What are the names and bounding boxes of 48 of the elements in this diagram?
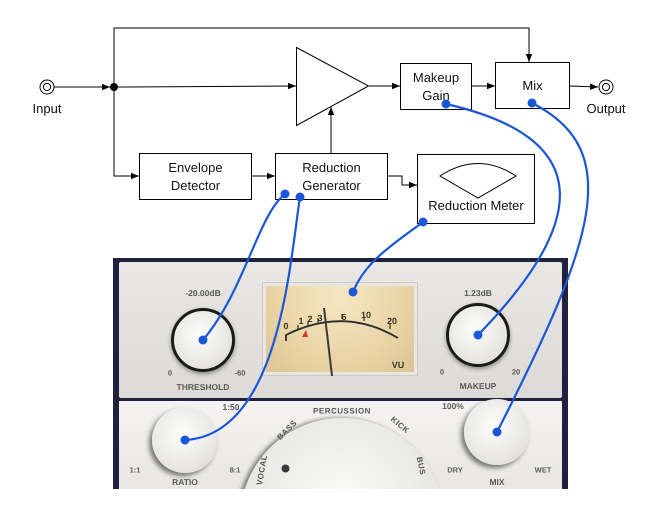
box-label: Envelope Detector [167,158,224,194]
knob-label: THRESHOLD [176,382,230,392]
meter-box [417,154,535,224]
port-label: Input [32,101,62,116]
meter-unit: VU [392,360,404,370]
knob-label: MAKEUP [460,381,496,391]
mode-label: VOCAL [254,454,270,486]
mode-label: BUS [414,456,428,476]
leader-line [180,192,304,444]
leader-line [442,100,561,340]
arrow [328,106,334,154]
junction-dot [110,83,118,91]
leader-line [492,98,590,436]
leader-line [198,190,290,344]
scale-number: 20 [387,316,397,326]
box-label: Reduction Meter [428,197,524,215]
process-box [495,62,570,109]
scale-number: 6 [342,312,346,322]
arrow [114,28,532,84]
scale-number: 2 [308,314,312,324]
box-label: Mix [522,76,543,94]
process-box [400,63,472,110]
arrow [118,82,296,90]
amplifier-triangle [296,47,369,126]
mode-label: PERCUSSION [313,406,371,416]
arrow [388,176,418,188]
port-label: Output [586,101,626,116]
arrow [570,84,598,90]
knob-label: MIX [489,477,505,487]
scale-number: 1 [298,316,304,326]
arrow [368,82,400,90]
scale-number: 10 [361,310,371,320]
process-box [275,153,388,200]
knob-value: 1:50 [222,402,240,412]
knob-value: -20.00dB [185,288,221,298]
scale-number: 3 [318,313,322,323]
knob-value: 1.23dB [464,288,492,298]
box-label: Reduction Generator [301,158,362,194]
process-box [139,153,252,200]
scale-number: 0 [284,321,288,331]
arrow [472,82,496,90]
arrow [114,90,140,180]
arrow [54,84,110,90]
leader-line [348,218,428,296]
arrow [252,172,276,180]
knob-label: RATIO [172,477,198,487]
box-label: Makeup Gain [412,68,460,104]
knob-value: 100% [442,401,464,411]
